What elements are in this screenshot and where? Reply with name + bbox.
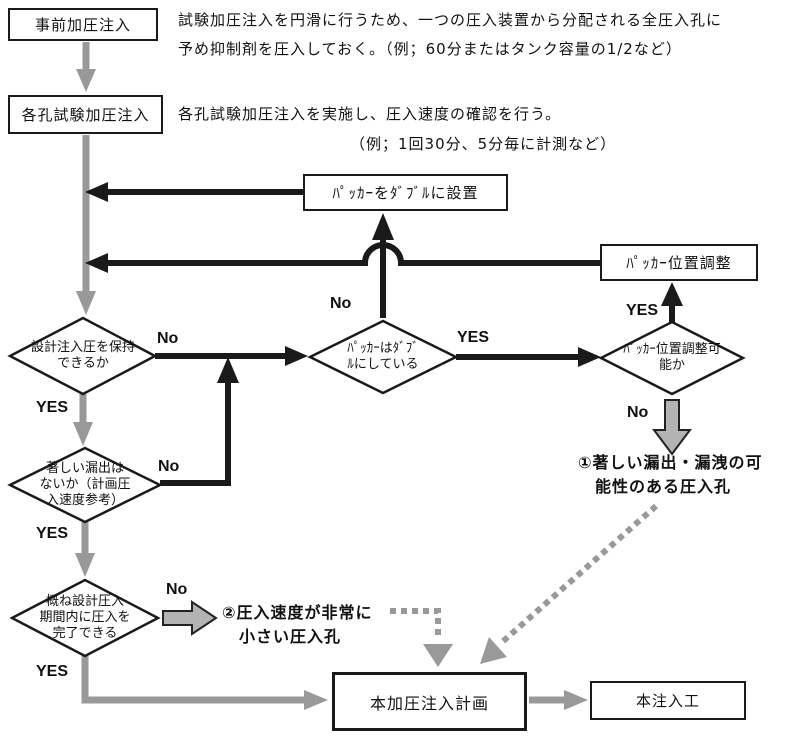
connector-line [498,503,658,647]
arrow-test-to-keep-design-pressure [76,135,96,315]
decision-packer-is-double-label: ﾊﾟｯｶｰはﾀﾞﾌﾞ ﾙにしている [347,341,419,372]
arrow-adjust-box-return-left-with-hop [85,242,600,273]
decision-packer-adjustable [598,320,746,396]
decision-keep-design-pressure [7,316,158,396]
note-leak-possibility-holes: ①著しい漏出・漏洩の可 能性のある圧入孔 [578,453,763,496]
arrow-double-box-return-left [85,182,303,202]
box-main-injection-work: 本注入工 [590,681,746,720]
arrow-pre-to-test [76,42,96,92]
arrow-packer-adjustable-yes-up [661,282,683,322]
dashed-arrow-note1-to-plan [480,503,658,664]
arrowhead-down-left-icon [480,637,507,664]
arrowhead-right-icon [578,347,601,367]
note-test-injection-line2: （例；1回30分、5分毎に計測など） [350,135,617,153]
arrow-no-significant-leak-yes [75,522,95,577]
arrowhead-up-icon [661,282,683,306]
label-yes-packer-adjustable: YES [626,302,659,319]
note-pre-injection: 試験加圧注入を円滑に行うため、一つの圧入装置から分配される全圧入孔に 予め抑制剤… [178,11,723,58]
box-each-hole-test-injection: 各孔試験加圧注入 [8,95,163,134]
arrow-packer-is-double-yes [456,347,601,367]
arrowhead-up-icon [372,213,394,240]
decision-complete-within-period-label: 概ね設計圧入 期間内に圧入を 完了できる [39,594,131,641]
arrow-packer-is-double-no-to-double-box [372,213,394,318]
connector-line [390,608,441,640]
decision-no-significant-leak [7,446,163,524]
arrowhead-left-icon [85,253,108,273]
box-packer-position-adjust: ﾊﾟｯｶｰ位置調整 [600,244,758,281]
box-pre-pressurized-injection: 事前加圧注入 [8,8,158,41]
label-yes-no-significant-leak: YES [36,525,69,542]
arrow-no-significant-leak-no [160,357,239,486]
arrowhead-left-icon [85,182,108,202]
label-no-no-significant-leak: No [158,458,180,475]
connector-line [81,655,305,704]
block-arrow-down-icon [652,399,692,456]
arrow-plan-to-work [529,690,588,710]
label-no-packer-adjustable: No [627,404,649,421]
arrowhead-down-icon [76,69,96,92]
decision-packer-adjustable-label: ﾊﾟｯｶｰ位置調整可 能か [623,342,721,373]
arrowhead-right-icon [285,346,308,366]
arrow-keep-design-pressure-yes [73,394,93,446]
label-no-complete-within-period: No [166,581,188,598]
arrowhead-up-icon [217,357,239,383]
decision-packer-is-double [307,319,459,395]
decision-no-significant-leak-label: 著しい漏出は ないか（計画圧 入速度参考） [39,461,131,508]
arrowhead-down-icon [75,553,95,577]
note-test-injection-line1: 各孔試験加圧注入を実施し、圧入速度の確認を行う。 [178,105,562,123]
label-yes-keep-design-pressure: YES [36,399,69,416]
box-set-packer-double: ﾊﾟｯｶｰをﾀﾞﾌﾞﾙに設置 [303,174,508,211]
label-no-keep-design-pressure: No [157,330,179,347]
arrowhead-down-icon [423,644,453,667]
label-no-packer-is-double: No [330,295,352,312]
arrowhead-down-icon [73,422,93,446]
label-yes-complete-within-period: YES [36,663,69,680]
box-main-injection-plan: 本加圧注入計画 [332,672,527,731]
arrowhead-right-icon [564,690,588,710]
arrow-complete-within-period-yes-to-plan [81,655,328,710]
note-very-slow-injection-holes: ②圧入速度が非常に 小さい圧入孔 [222,603,373,646]
connector-line [107,242,600,266]
connector-line [160,381,231,486]
decision-complete-within-period [9,578,161,658]
arrowhead-down-icon [76,291,96,315]
dashed-arrow-note2-to-plan [390,608,453,667]
decision-keep-design-pressure-label: 設計注入圧を保持 できるか [30,340,135,371]
arrowhead-right-icon [304,690,328,710]
block-arrow-right-icon [162,600,218,636]
arrow-keep-design-pressure-no [155,346,308,366]
label-yes-packer-is-double: YES [457,329,490,346]
